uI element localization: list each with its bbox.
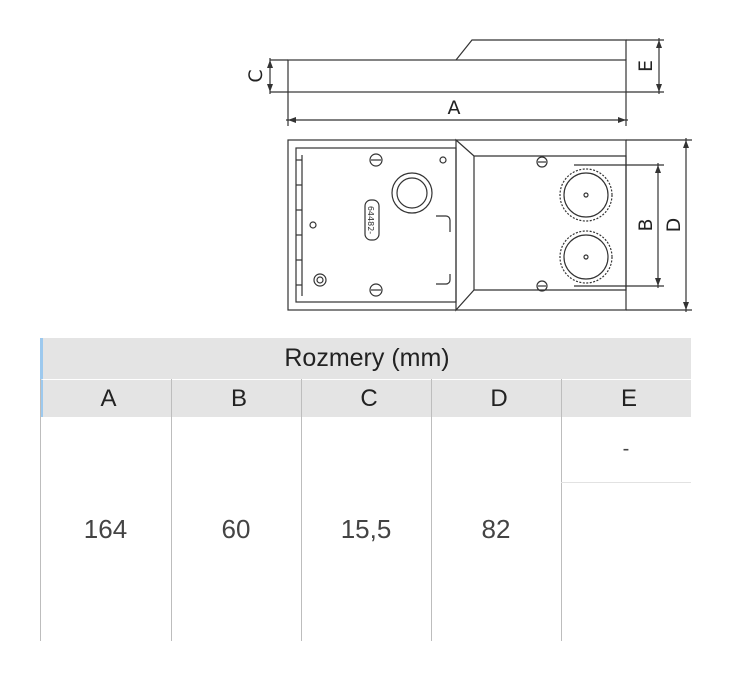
value-d: 82 [481, 513, 511, 544]
dim-label-d: D [663, 218, 685, 233]
col-divider [301, 379, 302, 641]
table-header-row: A B C D E [40, 379, 691, 417]
dim-label-a: A [448, 97, 461, 119]
value-c: 15,5 [340, 513, 392, 544]
header-d: D [490, 385, 508, 412]
top-view [287, 138, 692, 312]
header-b: B [230, 385, 247, 412]
value-b: 60 [221, 513, 251, 544]
side-view [269, 38, 664, 126]
row-divider [561, 482, 691, 483]
dimensions-table: Rozmery (mm) A B C D E 164 60 15,5 82 - [40, 338, 691, 641]
technical-drawing: A C E B D 64482- [245, 38, 692, 312]
col-divider [171, 379, 172, 641]
dim-label-e: E [635, 60, 657, 72]
header-e: E [620, 385, 637, 412]
col-divider [40, 379, 41, 641]
value-e: - [622, 438, 630, 460]
dim-label-c: C [245, 69, 267, 82]
header-a: A [100, 385, 117, 412]
table-title: Rozmery (mm) [40, 338, 691, 379]
dim-label-b: B [635, 218, 657, 231]
header-c: C [360, 385, 378, 412]
value-a: 164 [83, 513, 128, 544]
col-divider [431, 379, 432, 641]
part-code-label: 64482- [366, 206, 375, 234]
col-divider [561, 379, 562, 641]
